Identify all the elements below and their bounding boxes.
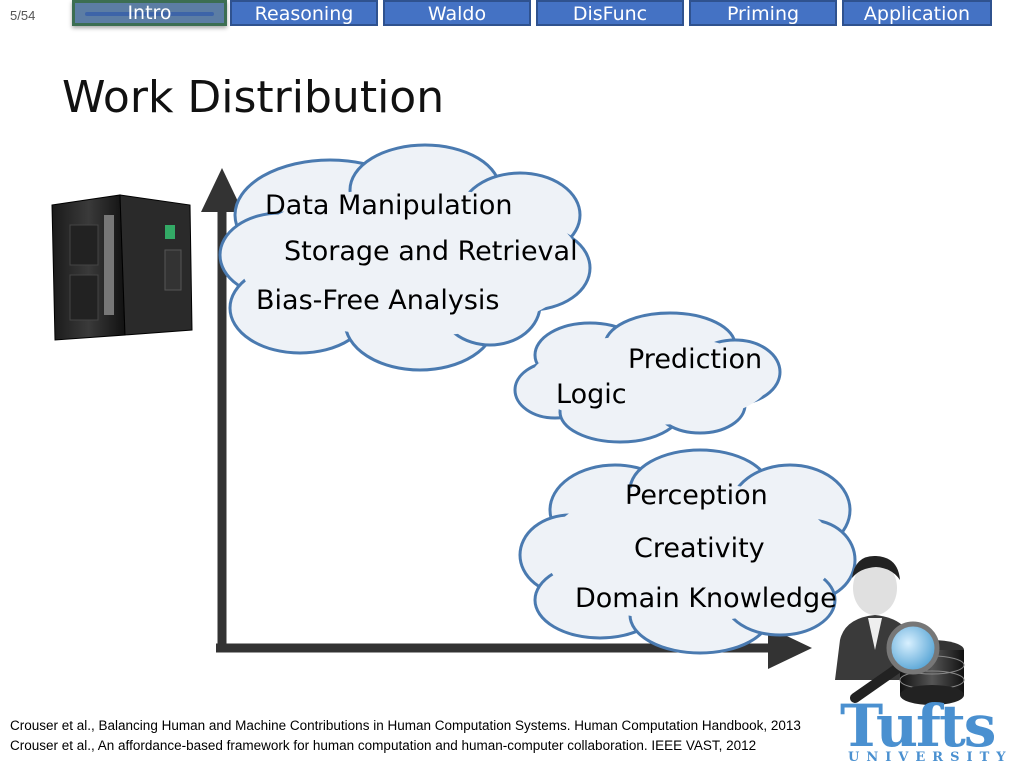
cloud-middle (513, 311, 782, 444)
tab-label: Priming (726, 3, 800, 25)
cloud-machine (218, 143, 592, 372)
cloud-human (518, 448, 857, 655)
server-rack-icon (51, 194, 193, 341)
logo-word: Tufts (840, 692, 996, 760)
logo-subtitle: UNIVERSITY (848, 750, 1013, 765)
tab-label: Application (863, 3, 971, 25)
cloud-label-logic: Logic (556, 379, 627, 410)
slide-title: Work Distribution (62, 72, 445, 123)
cloud-label-creativity: Creativity (634, 533, 765, 564)
references: Crouser et al., Balancing Human and Mach… (10, 716, 801, 756)
reference-line: Crouser et al., An affordance-based fram… (10, 738, 757, 753)
cloud-label-prediction: Prediction (628, 344, 763, 375)
tab-label: Reasoning (254, 3, 354, 25)
cloud-label-bias-free-analysis: Bias-Free Analysis (256, 285, 500, 316)
cloud-label-domain-knowledge: Domain Knowledge (575, 583, 837, 614)
tab-priming[interactable]: Priming (689, 0, 837, 26)
tab-application[interactable]: Application (842, 0, 992, 26)
cloud-label-perception: Perception (625, 480, 768, 511)
page-number: 5/54 (10, 8, 36, 23)
reference-line: Crouser et al., Balancing Human and Mach… (10, 718, 801, 733)
tab-label: Intro (127, 2, 172, 24)
person-database-search-icon (835, 555, 965, 705)
tab-disfunc[interactable]: DisFunc (536, 0, 684, 26)
cloud-label-data-manipulation: Data Manipulation (265, 190, 513, 221)
tab-active-indicator (85, 12, 214, 16)
cloud-label-storage-retrieval: Storage and Retrieval (284, 236, 578, 267)
tab-reasoning[interactable]: Reasoning (230, 0, 378, 26)
tab-label: DisFunc (572, 3, 648, 25)
tab-waldo[interactable]: Waldo (383, 0, 531, 26)
tab-intro[interactable]: Intro (72, 0, 227, 26)
tab-label: Waldo (427, 3, 487, 25)
tufts-logo: Tufts UNIVERSITY (840, 692, 1020, 768)
